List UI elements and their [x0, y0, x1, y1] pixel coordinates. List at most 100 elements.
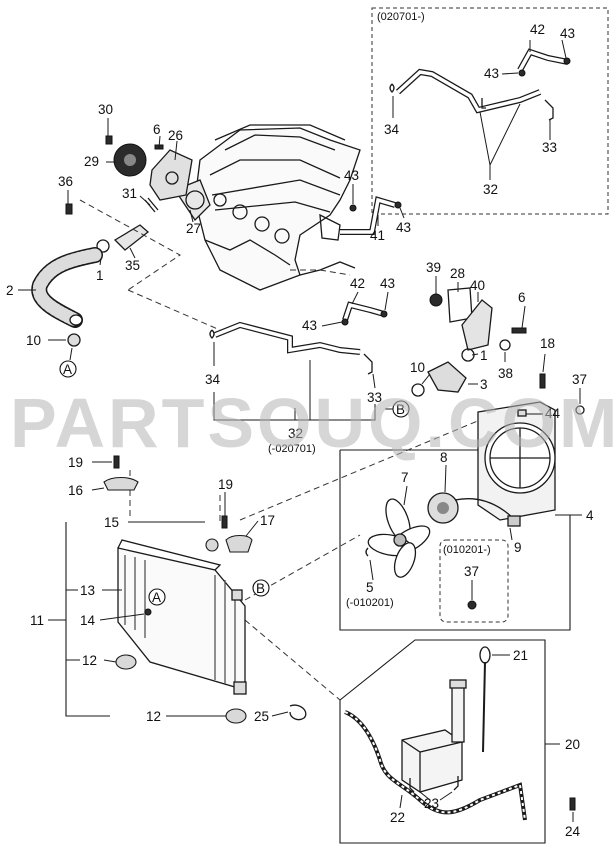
clamp-43-icon: [380, 310, 388, 318]
callout-43: 43: [302, 318, 317, 333]
clamp-43-icon: [341, 318, 349, 326]
bolt-24-icon: [569, 797, 576, 811]
mount-16-icon: [103, 476, 139, 491]
callout-3: 3: [480, 377, 488, 392]
guide-line: [127, 289, 221, 331]
drain-plug-14-icon: [144, 608, 152, 616]
variant-box-020701: (020701-) 42 43 43 34 33 32: [371, 7, 609, 215]
clip-icon: [209, 329, 215, 339]
bolt-18-icon: [539, 373, 546, 389]
callout-23: 23: [424, 796, 439, 811]
guide-line: [244, 619, 341, 701]
nut-37-icon: [575, 405, 585, 415]
water-pump-assembly: 30 6 26 29 36 31 27 35 1: [58, 102, 201, 283]
callout-12: 12: [146, 709, 161, 724]
callout-25: 25: [254, 709, 269, 724]
callout-9: 9: [514, 540, 522, 555]
clamp-43-icon: [394, 201, 402, 209]
callout-38: 38: [498, 366, 513, 381]
bolt-19-icon: [221, 515, 228, 529]
clip-5-icon: [365, 547, 369, 557]
clamp-43-icon: [518, 69, 526, 77]
callout-43: 43: [560, 26, 575, 41]
guide-line: [239, 419, 481, 521]
thermostat-assembly: 39 28 40 6 38 1: [426, 260, 527, 381]
clamp-10-icon: [411, 383, 425, 397]
clamp-25-icon: [289, 704, 307, 721]
bracket-23-icon: [409, 778, 415, 793]
callout-21: 21: [513, 648, 528, 663]
bolt-30-icon: [105, 135, 113, 145]
callout-32: 32: [483, 182, 498, 197]
bracket-33-icon: [544, 99, 554, 121]
callout-43: 43: [380, 276, 395, 291]
heater-hose-41: 43 41 43: [340, 168, 411, 243]
callout-43: 43: [396, 220, 411, 235]
callout-42: 42: [530, 22, 545, 37]
callout-40: 40: [470, 278, 485, 293]
callout-7: 7: [401, 470, 409, 485]
cooling-fan-assembly: 7 8 9 5 (-010201) 4 44 (010201-) 37: [339, 401, 594, 631]
callout-27: 27: [186, 221, 201, 236]
radiator-11: 19 16 19 15 17 13 14 11 12 12 25 A B: [30, 455, 307, 724]
callout-26: 26: [168, 128, 183, 143]
callout-28: 28: [450, 266, 465, 281]
variant-label-hose-32: (-020701): [268, 443, 316, 455]
reference-marker-a-label: A: [63, 362, 72, 377]
reference-marker-a: [59, 360, 77, 378]
watermark: PARTSOUQ.COM: [10, 384, 614, 462]
gasket-38-icon: [499, 339, 511, 351]
callout-19: 19: [68, 455, 83, 470]
engine-cylinder-head: [174, 124, 361, 291]
callout-12: 12: [82, 653, 97, 668]
callout-14: 14: [80, 613, 96, 628]
reference-marker-b-label: B: [396, 402, 405, 417]
clamp-43-icon: [563, 57, 571, 65]
clamp-43-icon: [349, 204, 357, 212]
guide-line: [79, 199, 181, 291]
callout-6: 6: [518, 290, 526, 305]
bolt-6-icon: [511, 327, 527, 334]
bracket-23-icon: [453, 776, 459, 791]
callout-10: 10: [26, 333, 41, 348]
reference-marker-b-label: B: [256, 581, 265, 596]
clamp-10-icon: [67, 333, 81, 347]
callout-31: 31: [122, 186, 137, 201]
bypass-hose-34-new: [395, 68, 542, 114]
callout-44: 44: [545, 406, 561, 421]
callout-16: 16: [68, 483, 83, 498]
callout-30: 30: [98, 102, 113, 117]
cushion-15-icon: [205, 538, 219, 552]
reference-marker-b: [392, 400, 410, 418]
callout-32: 32: [288, 426, 303, 441]
upper-radiator-hose-2: 2 10 A: [6, 247, 103, 378]
variant-label-top-box: (020701-): [377, 11, 425, 23]
callout-42: 42: [350, 276, 365, 291]
clamp-1-icon: [96, 239, 110, 253]
callout-1: 1: [96, 268, 104, 283]
callout-43: 43: [344, 168, 359, 183]
callout-35: 35: [125, 258, 140, 273]
mount-17-icon: [225, 534, 253, 553]
callout-18: 18: [540, 336, 555, 351]
bolt-36-icon: [65, 203, 73, 215]
coolant-reservoir-assembly: 21 20 22 23 24: [339, 639, 581, 844]
reference-marker-b: [252, 579, 270, 597]
callout-39: 39: [426, 260, 441, 275]
bracket-33-icon: [363, 353, 373, 375]
level-gauge-21-icon: [479, 646, 491, 664]
callout-33: 33: [542, 140, 557, 155]
callout-34: 34: [384, 122, 400, 137]
callout-41: 41: [370, 228, 385, 243]
sensor-39-icon: [429, 293, 443, 307]
callout-24: 24: [565, 824, 581, 839]
bypass-hose-32-old: 42 43 43 34 33 32 (-020701) B: [205, 276, 410, 455]
callout-2: 2: [6, 283, 14, 298]
callout-19: 19: [218, 477, 233, 492]
fan-blade-7-icon: [367, 498, 431, 578]
lower-hose-3: 10 3 18 37: [410, 336, 587, 415]
bracket-icon: [481, 98, 486, 109]
nut-37-icon: [467, 600, 477, 610]
callout-17: 17: [260, 513, 275, 528]
